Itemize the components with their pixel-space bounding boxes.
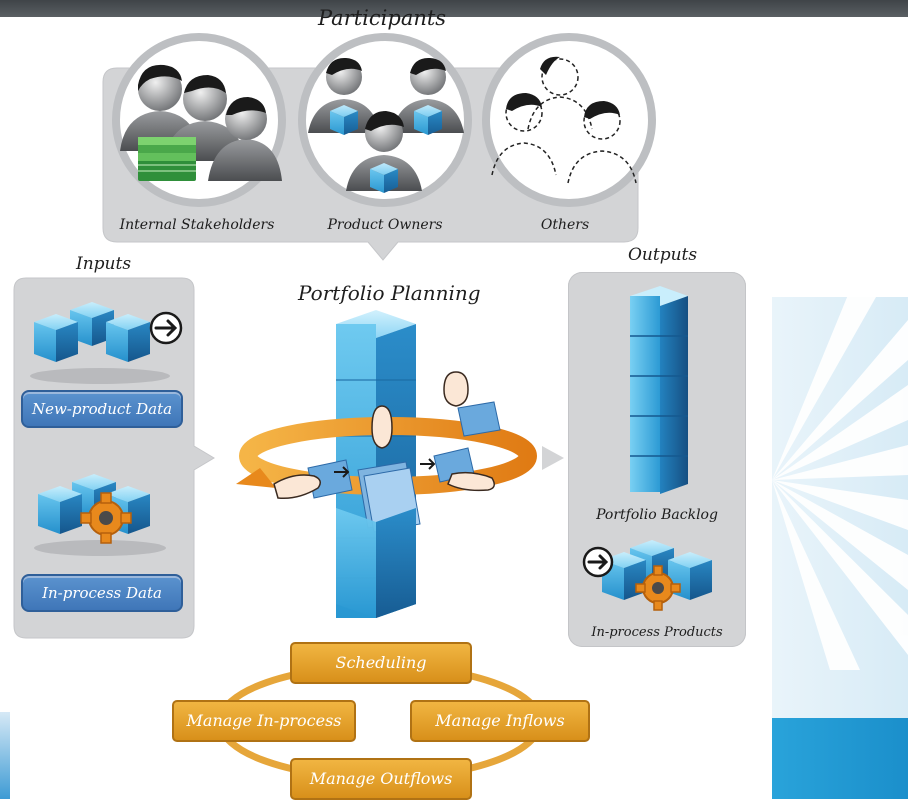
activity-box-scheduling: Scheduling	[290, 642, 472, 684]
new-product-cubes-icon	[30, 302, 183, 384]
money-stack-icon	[138, 137, 196, 181]
stakeholders-people-icon	[120, 64, 282, 181]
participant-label-others: Others	[540, 217, 590, 233]
product-owners-circle	[298, 33, 472, 207]
arrow-in-circle-icon	[149, 311, 183, 345]
portfolio-backlog-cube-stack-icon	[630, 286, 688, 494]
arrow-in-circle-icon	[582, 546, 614, 578]
background-rays	[772, 290, 908, 670]
portfolio-planning-title: Portfolio Planning	[298, 281, 481, 305]
in-process-cubes-icon	[34, 474, 166, 556]
activity-box-manage-inflows: Manage Inflows	[410, 700, 590, 742]
portfolio-planning-illustration	[236, 310, 537, 618]
hands-icon	[273, 371, 495, 500]
activity-box-manage-outflows: Manage Outflows	[290, 758, 472, 800]
output-label-in-process-products: In-process Products	[591, 625, 723, 640]
output-label-portfolio-backlog: Portfolio Backlog	[596, 507, 718, 523]
arrow-icons	[334, 458, 436, 478]
internal-stakeholders-circle	[112, 33, 286, 207]
right-white-area	[772, 17, 908, 297]
participant-label-product-owners: Product Owners	[327, 217, 443, 233]
left-blue-strip	[0, 712, 10, 799]
product-owners-people-icon	[308, 57, 464, 193]
participant-label-internal-stakeholders: Internal Stakeholders	[119, 217, 275, 233]
inputs-title: Inputs	[76, 254, 132, 274]
right-blue-block	[772, 718, 908, 799]
participants-title: Participants	[318, 6, 447, 30]
others-dashed-people-icon	[491, 56, 637, 184]
owner-cube-icons	[330, 105, 442, 193]
others-circle	[482, 33, 656, 207]
activity-box-manage-in-process: Manage In-process	[172, 700, 356, 742]
input-label-in-process-data: In-process Data	[21, 574, 183, 612]
outputs-title: Outputs	[628, 245, 698, 265]
in-process-products-cubes-icon	[582, 540, 712, 611]
top-bar	[0, 0, 908, 17]
gear-icon	[635, 565, 681, 611]
flow-arrow-to-outputs	[542, 446, 564, 470]
gear-icon	[80, 492, 132, 544]
input-label-new-product-data: New-product Data	[21, 390, 183, 428]
